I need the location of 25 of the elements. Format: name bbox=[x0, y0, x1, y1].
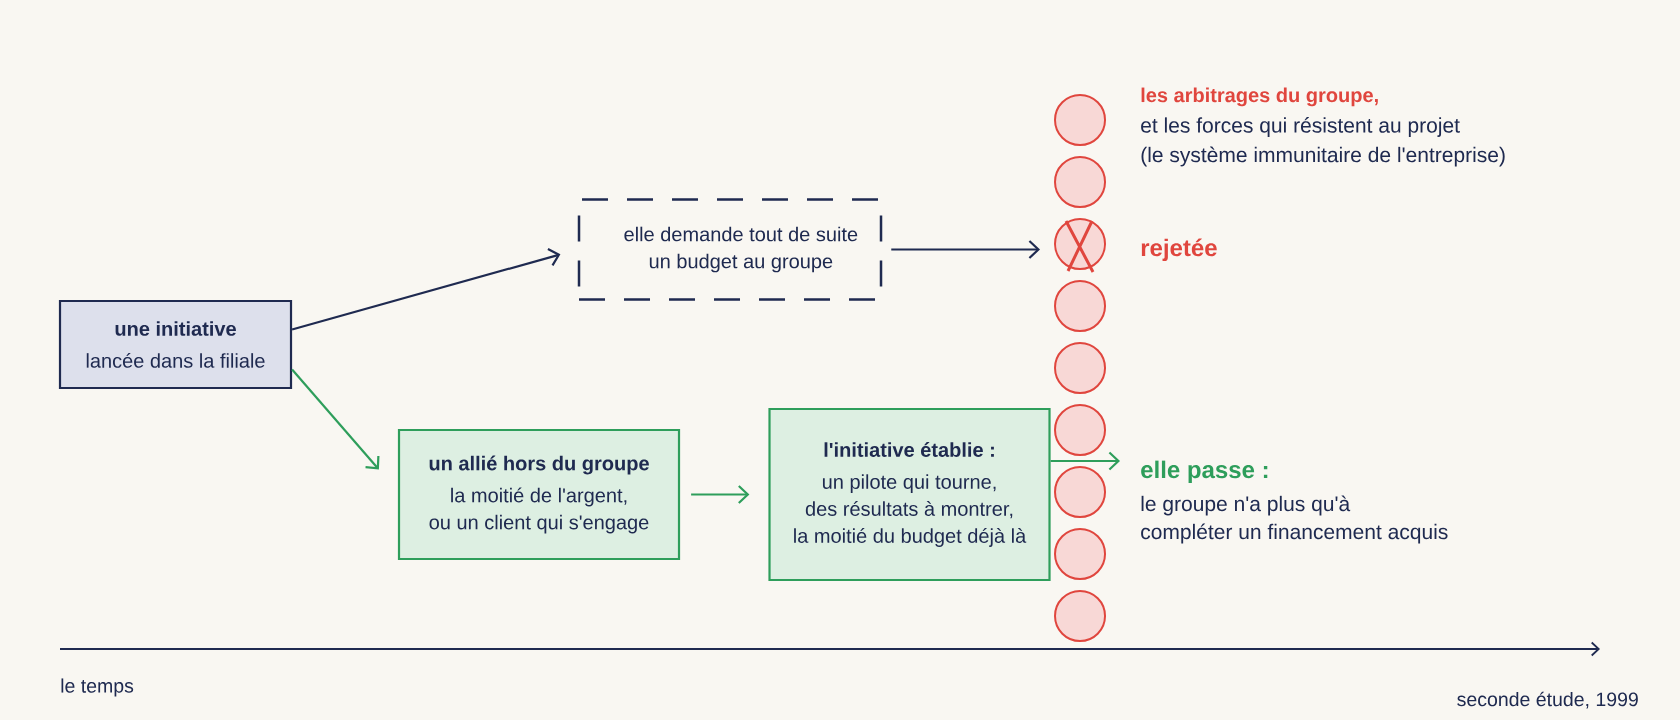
barrier-circle bbox=[1054, 590, 1106, 642]
barrier-circle bbox=[1054, 466, 1106, 518]
annotation-text: et les forces qui résistent au projet bbox=[1141, 117, 1460, 137]
annotation-text: (le système immunitaire de l'entreprise) bbox=[1141, 146, 1505, 167]
barrier-circle bbox=[1054, 280, 1106, 332]
arrow bbox=[691, 485, 750, 504]
outcome-text: elle passe : le groupe n'a plus qu'à compléter un financement acquis bbox=[1141, 460, 1448, 544]
annotation-heading: les arbitrages du groupe, bbox=[1141, 87, 1378, 107]
arrow bbox=[291, 368, 380, 470]
barrier-circle bbox=[1054, 342, 1106, 394]
barrier-circle bbox=[1054, 218, 1106, 270]
caption-note: seconde étude, 1999 bbox=[1457, 691, 1638, 709]
process-box: un allié hors du groupe la moitié de l'argent, ou un client qui s'engage bbox=[397, 428, 681, 561]
process-box: l'initiative établie : un pilote qui tourne, des résultats à montrer, la moitié du budget déjà là bbox=[768, 407, 1051, 582]
barrier-circle bbox=[1054, 156, 1106, 208]
arrow bbox=[891, 240, 1040, 259]
barrier-circle bbox=[1054, 404, 1106, 456]
barrier-circle bbox=[1054, 528, 1106, 580]
arrow bbox=[291, 248, 561, 331]
arrow bbox=[1050, 451, 1120, 471]
barrier-circle bbox=[1054, 94, 1106, 146]
process-box: une initiative lancée dans la filiale bbox=[58, 299, 293, 390]
axis-label: le temps bbox=[61, 678, 134, 697]
dashed-box: elle demande tout de suite un budget au groupe bbox=[577, 198, 883, 301]
outcome-label: rejetée bbox=[1141, 238, 1217, 262]
